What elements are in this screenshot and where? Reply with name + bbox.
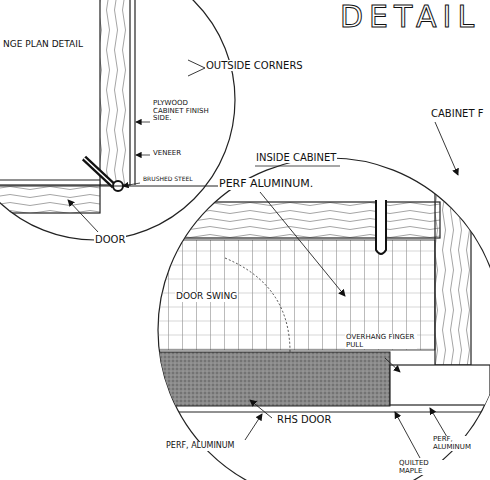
- callout-label: BRUSHED STEEL: [142, 176, 194, 183]
- callout-label: DOOR SWING: [175, 292, 238, 302]
- callout-label: NGE PLAN DETAIL: [2, 40, 84, 50]
- callout-label: RHS DOOR: [276, 414, 332, 425]
- callout-label: QUILTED MAPLE: [398, 460, 448, 475]
- callout-label: PERF ALUMINUM.: [218, 178, 314, 190]
- callout-label: PERF, ALUMINUM: [165, 442, 236, 451]
- callout-label: OUTSIDE CORNERS: [205, 60, 304, 71]
- callout-label: CABINET F: [430, 108, 484, 119]
- callout-label: PERF, ALUMINUM: [432, 436, 484, 451]
- callout-label: INSIDE CABINET: [255, 152, 337, 163]
- callout-label: PLYWOOD CABINET FINISH SIDE.: [152, 100, 214, 123]
- callout-label: DOOR: [94, 234, 126, 245]
- callout-label: OVERHANG FINGER PULL: [345, 334, 417, 349]
- callout-label: VENEER: [152, 150, 182, 158]
- title: DETAIL: [340, 2, 480, 32]
